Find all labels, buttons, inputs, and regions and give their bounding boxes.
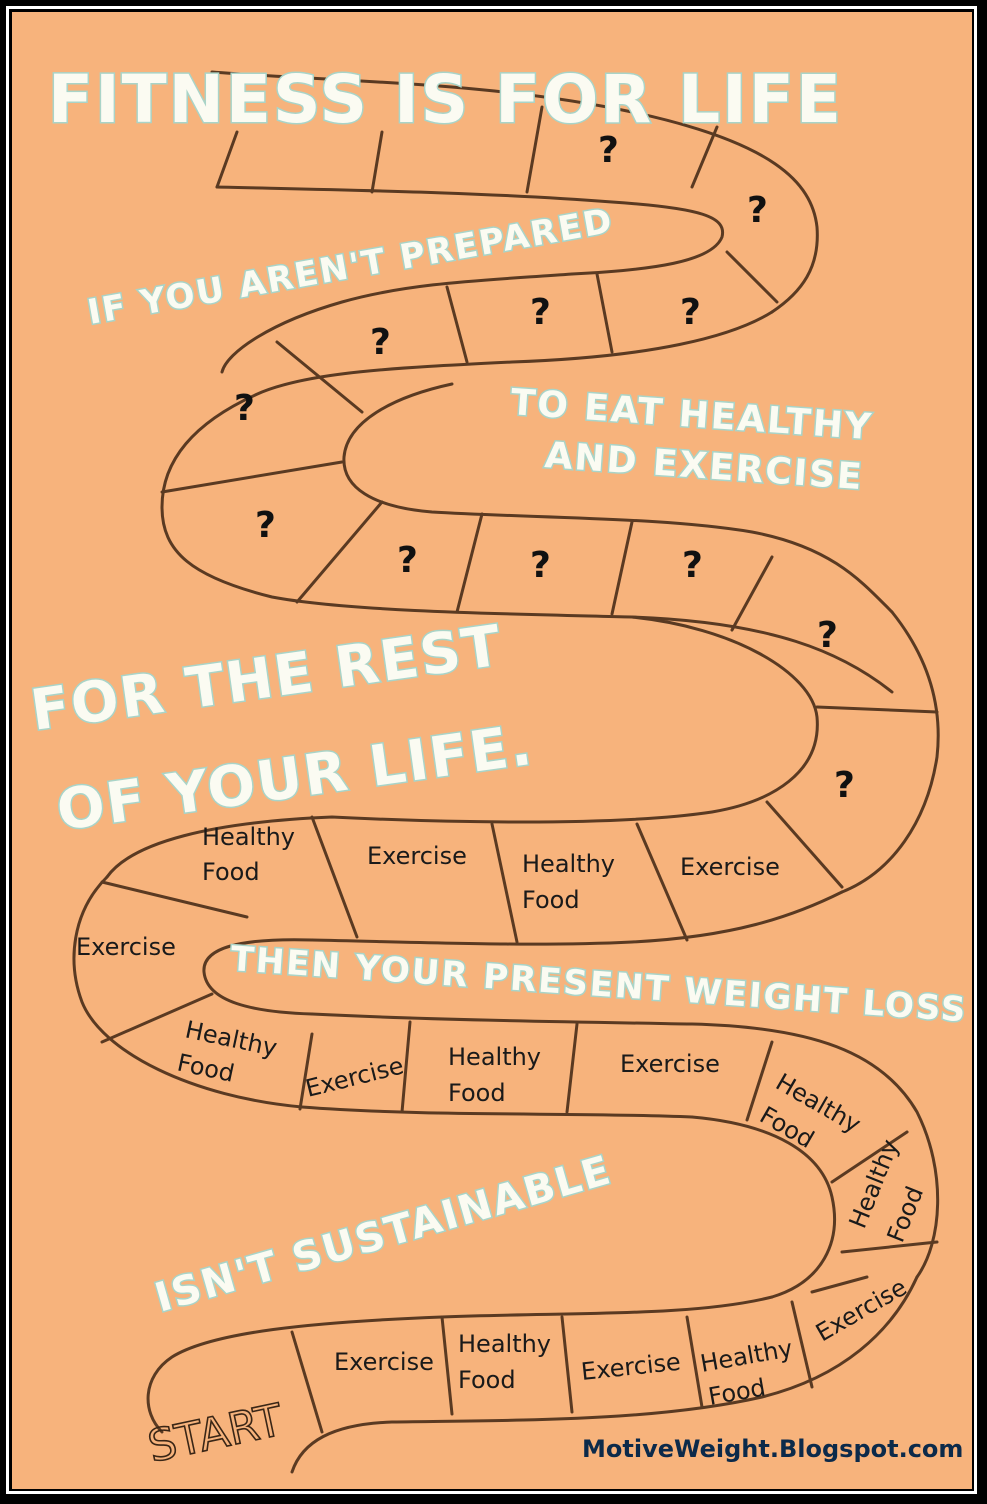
divider [275,340,364,414]
divider [745,1040,774,1122]
track-edge-row3-inner [105,615,819,879]
square-food-label: Food [522,886,580,914]
square-exercise-label: Exercise [367,842,467,870]
divider [635,822,689,942]
divider [160,460,344,494]
divider [295,500,384,604]
track-edge-row4-outer-left [72,875,694,1119]
square-healthy-label: Healthy [458,1330,551,1358]
track-edge-bottom-inner [146,1295,774,1434]
divider [685,1315,704,1409]
square-food-label: Food [458,1366,516,1394]
slogan-and-exercise: AND EXERCISE [543,435,864,498]
question-mark: ? [530,292,551,333]
divider [810,1275,869,1294]
divider [595,272,614,354]
track-edge-top-2 [215,185,725,276]
track-edge-row2-loop-inner [342,382,894,614]
divider [790,1300,814,1389]
divider [455,512,484,614]
divider [525,105,544,194]
square-exercise-label: Exercise [620,1050,720,1078]
divider [830,1130,909,1184]
square-exercise-label: Exercise [580,1348,682,1386]
square-exercise-label: Exercise [76,933,176,961]
square-exercise-label: Exercise [303,1051,407,1102]
title-fitness-is-for-life: FITNESS IS FOR LIFE [48,61,843,138]
square-healthy-label: Healthy [522,850,615,878]
square-healthy-label: Healthy [202,823,295,851]
divider [560,1315,574,1414]
divider [215,130,239,189]
question-mark: ? [680,292,701,333]
track-edge-top-1 [210,70,819,314]
question-squares: ? ? ? ? ? ? ? ? ? ? ? ? [234,130,855,806]
slogan-text: FITNESS IS FOR LIFE IF YOU AREN'T PREPAR… [25,60,970,1324]
divider [298,1032,314,1111]
board-game-path: ? ? ? ? ? ? ? ? ? ? ? ? Healthy Food Exe… [25,60,970,1474]
square-exercise-label: Exercise [680,853,780,881]
square-food-label: Food [706,1373,768,1411]
track-edge-row3-outer [840,610,940,894]
divider [100,992,214,1044]
question-mark: ? [682,545,703,586]
track-edge-row4-inner [310,1012,940,1279]
square-food-label: Food [448,1079,506,1107]
square-healthy-label: Healthy [698,1334,794,1378]
track-edge-row4-inner-b [690,1115,836,1299]
divider [840,1240,939,1254]
question-mark: ? [234,388,255,429]
slogan-for-the-rest: FOR THE REST [27,613,507,744]
question-mark: ? [370,322,391,363]
start-label: START [144,1395,287,1473]
track-edge-row2-inner [220,272,574,374]
divider [400,1020,412,1114]
question-mark: ? [747,190,768,231]
divider [730,555,774,632]
question-mark: ? [817,615,838,656]
divider [690,125,719,189]
poster-canvas: ? ? ? ? ? ? ? ? ? ? ? ? Healthy Food Exe… [12,12,972,1489]
divider [765,800,844,889]
square-food-label: Food [882,1182,930,1246]
divider [440,1315,454,1416]
square-healthy-label: Healthy [448,1043,541,1071]
divider [100,880,249,919]
track-edge-bottom-outer [290,1275,919,1474]
square-dividers [100,105,939,1434]
square-exercise-label: Exercise [334,1348,434,1376]
question-mark: ? [255,505,276,546]
slogan-isnt-sustainable: ISN'T SUSTAINABLE [150,1147,617,1321]
question-mark: ? [834,765,855,806]
divider [815,705,939,714]
question-mark: ? [397,540,418,581]
divider [370,130,384,194]
square-food-label: Food [202,858,260,886]
divider [445,285,469,364]
divider [725,250,779,304]
divider [310,815,359,939]
question-mark: ? [530,545,551,586]
track-edge-row2-outer [160,310,894,694]
track-edge-row3-lower [202,890,844,1016]
track-outline [72,70,940,1474]
divider [290,1330,324,1434]
credit-watermark: MotiveWeight.Blogspot.com [582,1435,963,1463]
divider [610,520,634,616]
divider [490,822,519,944]
question-mark: ? [598,130,619,171]
divider [565,1022,579,1114]
slogan-of-your-life: OF YOUR LIFE. [53,713,537,844]
